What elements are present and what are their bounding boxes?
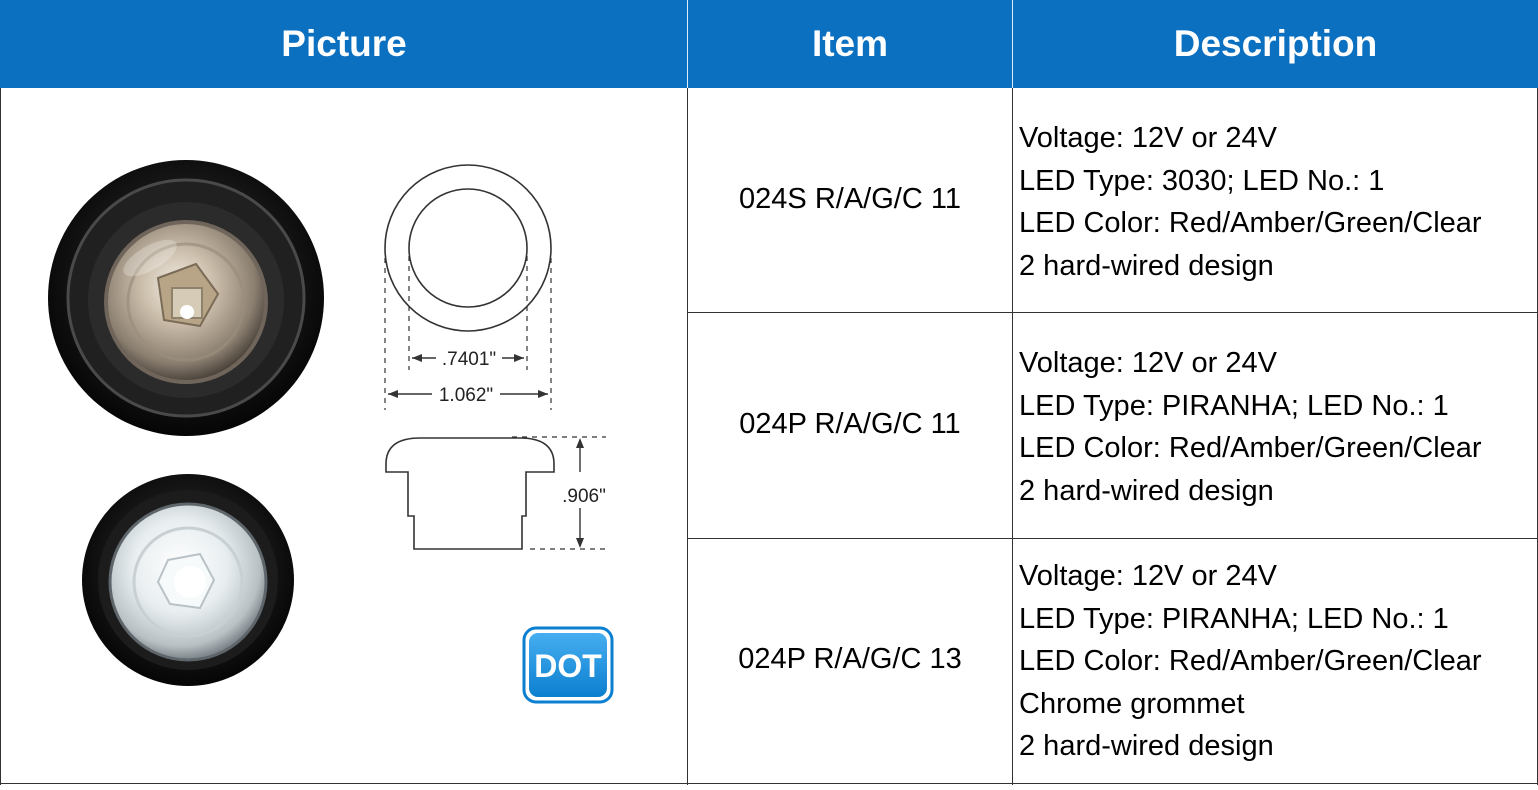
description-line: LED Color: Red/Amber/Green/Clear (1019, 207, 1482, 239)
header-divider (1012, 0, 1013, 88)
item-code: 024P R/A/G/C 11 (739, 408, 961, 440)
row-divider (688, 538, 1538, 539)
description-line: LED Color: Red/Amber/Green/Clear (1019, 432, 1482, 464)
item-code: 024P R/A/G/C 13 (738, 643, 962, 675)
description-line: Chrome grommet (1019, 687, 1245, 720)
column-divider (1012, 88, 1013, 785)
dimension-outer: 1.062" (439, 385, 493, 406)
description-line: LED Type: PIRANHA; LED No.: 1 (1019, 389, 1449, 422)
description-line: 2 hard-wired design (1019, 249, 1274, 282)
description-line: 2 hard-wired design (1019, 474, 1274, 507)
description-line: Voltage: 12V or 24V (1019, 122, 1277, 154)
led-light-photo (48, 160, 324, 436)
table-header: Picture Item Description (0, 0, 1538, 88)
column-divider (687, 88, 688, 785)
dimension-height: .906" (562, 486, 606, 507)
description-line: LED Color: Red/Amber/Green/Clear (1019, 645, 1482, 677)
row-divider (688, 312, 1538, 313)
description-line: Voltage: 12V or 24V (1019, 347, 1277, 379)
dimension-drawing (384, 164, 606, 550)
product-illustration: .7401" 1.062" .906" DOT (48, 160, 614, 704)
dimension-inner: .7401" (442, 349, 496, 370)
item-code: 024S R/A/G/C 11 (739, 183, 961, 215)
led-light-photo (82, 474, 294, 686)
description-line: LED Type: 3030; LED No.: 1 (1019, 164, 1385, 197)
header-picture: Picture (281, 23, 407, 64)
picture-cell: .7401" 1.062" .906" DOT (0, 88, 688, 785)
description-line: LED Type: PIRANHA; LED No.: 1 (1019, 602, 1449, 635)
description-line: 2 hard-wired design (1019, 730, 1274, 762)
dot-badge-icon: DOT (522, 626, 614, 704)
description-line: Voltage: 12V or 24V (1019, 560, 1277, 592)
header-item: Item (811, 23, 889, 64)
table-border (0, 783, 1538, 784)
description-cell: Voltage: 12V or 24V LED Type: 3030; LED … (1019, 117, 1534, 287)
dot-badge-label: DOT (534, 648, 602, 684)
header-description: Description (1173, 23, 1378, 64)
description-cell: Voltage: 12V or 24V LED Type: PIRANHA; L… (1019, 342, 1534, 512)
table-border (0, 88, 1, 785)
description-cell: Voltage: 12V or 24V LED Type: PIRANHA; L… (1019, 555, 1534, 768)
header-divider (687, 0, 688, 88)
